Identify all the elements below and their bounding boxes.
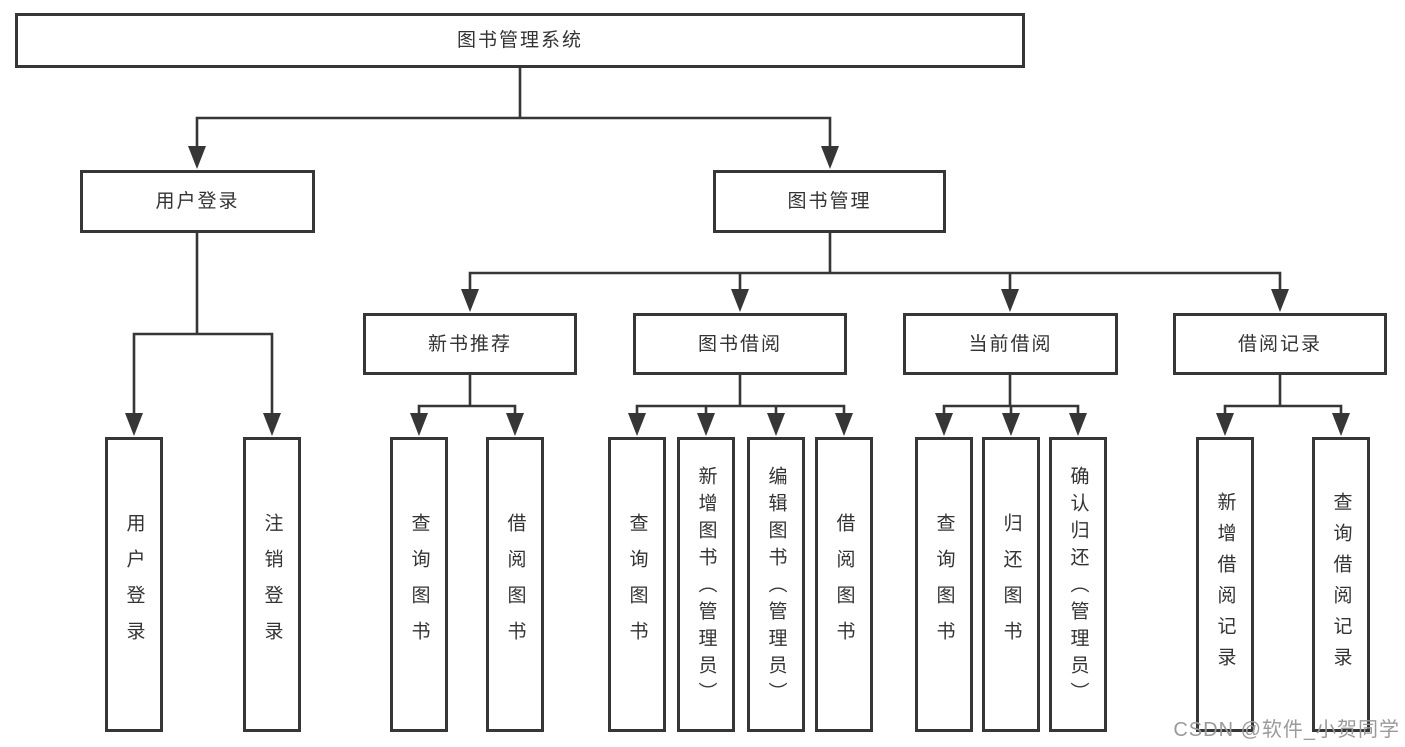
connector-new-book-rec bbox=[410, 375, 524, 436]
arrowhead bbox=[263, 413, 281, 436]
arrowhead bbox=[506, 413, 524, 436]
arrowhead bbox=[410, 413, 428, 436]
node-leaf-bor-add-book: 新增图书（管理员） bbox=[677, 437, 735, 732]
arrowhead bbox=[767, 413, 785, 436]
node-leaf-rec-query-book: 查询图书 bbox=[390, 437, 448, 732]
arrowhead bbox=[731, 289, 749, 312]
connector-borrow-records bbox=[1216, 375, 1350, 436]
node-root: 图书管理系统 bbox=[15, 13, 1025, 68]
arrowhead bbox=[1001, 289, 1019, 312]
node-book-borrow: 图书借阅 bbox=[633, 313, 847, 375]
node-leaf-cur-query-book: 查询图书 bbox=[915, 437, 973, 732]
node-borrow-records: 借阅记录 bbox=[1173, 313, 1387, 375]
watermark: CSDN @软件_小贺同学 bbox=[1173, 719, 1400, 741]
node-user-login: 用户登录 bbox=[80, 170, 315, 233]
node-leaf-login-logout: 注销登录 bbox=[243, 437, 301, 732]
node-book-mgmt: 图书管理 bbox=[713, 170, 946, 233]
connector-current-borrow bbox=[935, 375, 1087, 436]
node-leaf-hist-add-record: 新增借阅记录 bbox=[1196, 437, 1254, 732]
node-leaf-bor-query-book: 查询图书 bbox=[608, 437, 666, 732]
arrowhead bbox=[835, 413, 853, 436]
node-current-borrow: 当前借阅 bbox=[903, 313, 1118, 375]
arrowhead bbox=[697, 413, 715, 436]
node-leaf-rec-borrow-book: 借阅图书 bbox=[486, 437, 544, 732]
connector-book-borrow bbox=[628, 375, 853, 436]
connector-user-login bbox=[125, 233, 281, 436]
node-leaf-cur-confirm-return: 确认归还（管理员） bbox=[1049, 437, 1107, 732]
connector-book-mgmt bbox=[461, 233, 1289, 312]
node-new-book-rec: 新书推荐 bbox=[363, 313, 577, 375]
arrowhead bbox=[1069, 413, 1087, 436]
node-leaf-hist-query-record: 查询借阅记录 bbox=[1312, 437, 1370, 732]
arrowhead bbox=[935, 413, 953, 436]
arrowhead bbox=[1332, 413, 1350, 436]
arrowhead bbox=[628, 413, 646, 436]
arrowhead bbox=[821, 146, 839, 169]
arrowhead bbox=[1216, 413, 1234, 436]
node-leaf-bor-edit-book: 编辑图书（管理员） bbox=[747, 437, 805, 732]
node-leaf-bor-borrow-book: 借阅图书 bbox=[815, 437, 873, 732]
arrowhead bbox=[1002, 413, 1020, 436]
arrowhead bbox=[188, 146, 206, 169]
arrowhead bbox=[1271, 289, 1289, 312]
arrowhead bbox=[125, 413, 143, 436]
node-leaf-cur-return-book: 归还图书 bbox=[982, 437, 1040, 732]
connector-root bbox=[188, 68, 839, 169]
arrowhead bbox=[461, 289, 479, 312]
node-leaf-login-user: 用户登录 bbox=[105, 437, 163, 732]
